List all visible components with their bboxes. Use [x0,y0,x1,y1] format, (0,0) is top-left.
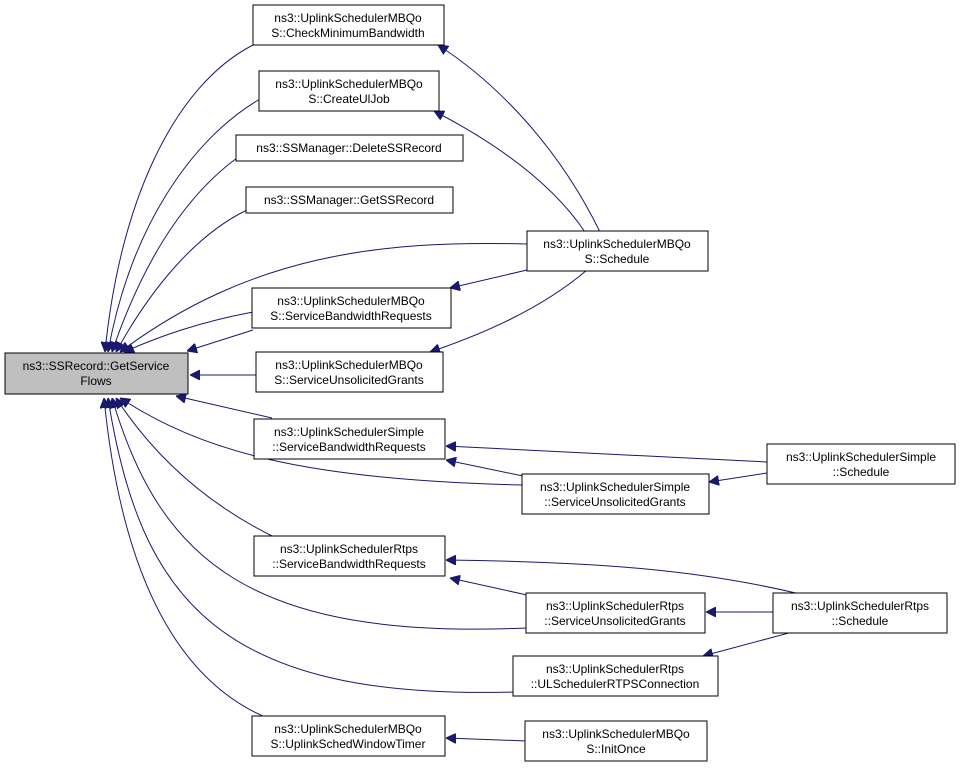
edge-rtps-unsol-to-root [112,398,528,630]
edge-mbqos-schedule-to-check-min-bw [438,45,601,233]
edge-get-ssrecord-to-root [116,209,248,352]
edge-window-timer-to-root [104,398,273,721]
node-label-line1: ns3::UplinkSchedulerSimple [786,450,936,464]
node-label-line1: ns3::UplinkSchedulerMBQo [542,727,690,741]
edge-mbqos-schedule-to-unsol [430,269,588,352]
node-label-line2: ::ServiceBandwidthRequests [272,440,425,454]
edge-mbqos-schedule-to-bwreq [450,269,528,288]
node-mbqos-service-bandwidth-requests[interactable]: ns3::UplinkSchedulerMBQo S::ServiceBandw… [251,287,452,329]
node-label-line1: ns3::UplinkSchedulerMBQo [543,237,691,251]
node-mbqos-init-once[interactable]: ns3::UplinkSchedulerMBQo S::InitOnce [524,720,708,762]
edge-simple-schedule-to-bwreq [446,446,768,463]
node-root[interactable]: ns3::SSRecord::GetService Flows [4,352,189,395]
node-label-line2: ::Schedule [832,614,889,628]
node-rtps-schedule[interactable]: ns3::UplinkSchedulerRtps ::Schedule [772,592,948,634]
edge-rtps-unsol-to-bwreq [450,578,528,596]
node-label-line2: ::ServiceUnsolicitedGrants [544,495,685,509]
node-label-line1: ns3::UplinkSchedulerMBQo [275,358,423,372]
node-ssmanager-delete-ssrecord[interactable]: ns3::SSManager::DeleteSSRecord [235,134,464,162]
edge-simple-unsol-to-bwreq [446,460,524,477]
node-label-line1: ns3::UplinkSchedulerMBQo [274,722,422,736]
edges [104,44,801,741]
node-mbqos-check-minimum-bandwidth[interactable]: ns3::UplinkSchedulerMBQo S::CheckMinimum… [252,4,445,46]
node-label-line2: S::ServiceUnsolicitedGrants [274,373,423,387]
edge-mbqos-sbwreq-direct-to-root [187,329,254,351]
node-label-line1: ns3::UplinkSchedulerSimple [274,425,424,439]
node-rtps-ul-scheduler-rtps-connection[interactable]: ns3::UplinkSchedulerRtps ::ULSchedulerRT… [512,655,719,697]
node-label-line1: ns3::UplinkSchedulerMBQo [275,77,423,91]
node-label-line1: ns3::UplinkSchedulerMBQo [274,11,422,25]
node-ssmanager-get-ssrecord[interactable]: ns3::SSManager::GetSSRecord [245,186,454,214]
node-label-line1: ns3::SSManager::DeleteSSRecord [256,141,441,155]
node-simple-service-unsolicited-grants[interactable]: ns3::UplinkSchedulerSimple ::ServiceUnso… [521,473,710,515]
node-mbqos-create-ul-job[interactable]: ns3::UplinkSchedulerMBQo S::CreateUlJob [258,70,440,112]
node-label-line2: ::Schedule [833,465,890,479]
node-root-line1: ns3::SSRecord::GetService [23,359,170,373]
edge-rtps-schedule-to-ulconn [703,629,801,656]
edge-rtps-bwreq-to-root [116,398,273,537]
edge-simple-bwreq-to-root [176,396,273,419]
node-simple-schedule[interactable]: ns3::UplinkSchedulerSimple ::Schedule [766,443,956,485]
node-simple-service-bandwidth-requests[interactable]: ns3::UplinkSchedulerSimple ::ServiceBand… [253,418,446,460]
node-rtps-service-bandwidth-requests[interactable]: ns3::UplinkSchedulerRtps ::ServiceBandwi… [253,535,446,577]
node-label-line2: ::ServiceBandwidthRequests [272,557,425,571]
node-mbqos-schedule[interactable]: ns3::UplinkSchedulerMBQo S::Schedule [526,230,709,272]
node-root-line2: Flows [80,374,111,388]
node-label-line2: S::CreateUlJob [308,92,390,106]
node-label-line2: S::ServiceBandwidthRequests [270,309,431,323]
node-label-line1: ns3::UplinkSchedulerRtps [280,542,418,556]
edge-check-min-bw-to-root [105,44,254,352]
node-mbqos-uplink-sched-window-timer[interactable]: ns3::UplinkSchedulerMBQo S::UplinkSchedW… [251,715,446,757]
edge-mbqos-schedule-to-root [120,242,528,352]
node-label-line2: S::UplinkSchedWindowTimer [271,737,426,751]
node-label-line1: ns3::UplinkSchedulerRtps [546,662,684,676]
node-mbqos-service-unsolicited-grants[interactable]: ns3::UplinkSchedulerMBQo S::ServiceUnsol… [255,351,444,393]
edge-rtps-schedule-to-bwreq [446,560,801,595]
node-label-line1: ns3::UplinkSchedulerRtps [791,599,929,613]
node-label-line2: ::ServiceUnsolicitedGrants [544,614,685,628]
node-label-line1: ns3::SSManager::GetSSRecord [264,193,434,207]
node-label-line2: ::ULSchedulerRTPSConnection [531,677,700,691]
node-label-line2: S::CheckMinimumBandwidth [271,26,424,40]
node-label-line1: ns3::UplinkSchedulerMBQo [277,294,425,308]
edge-mbqos-bwreq-to-root [124,311,254,352]
edge-simple-schedule-to-unsol [709,472,768,482]
edge-mbqos-schedule-to-create-ul-job [434,111,586,233]
node-label-line2: S::InitOnce [586,742,646,756]
node-label-line1: ns3::UplinkSchedulerSimple [540,480,690,494]
edge-init-once-to-window-timer [446,738,528,741]
node-label-line2: S::Schedule [585,252,650,266]
edge-delete-ssrecord-to-root [112,157,238,352]
node-label-line1: ns3::UplinkSchedulerRtps [546,599,684,613]
edge-rtps-ulconn-to-root [108,398,515,693]
edge-create-ul-job-to-root [108,98,261,352]
node-rtps-service-unsolicited-grants[interactable]: ns3::UplinkSchedulerRtps ::ServiceUnsoli… [525,592,706,634]
